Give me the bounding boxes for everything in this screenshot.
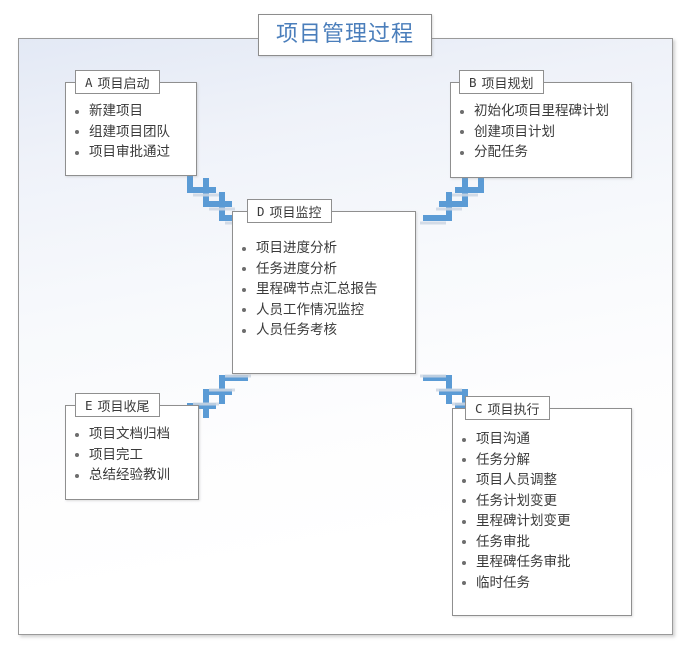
list-item: 里程碑节点汇总报告 xyxy=(233,279,415,300)
list-item: 任务分解 xyxy=(453,450,631,471)
list-item: 分配任务 xyxy=(451,142,631,163)
process-item-list-e: 项目文档归档 项目完工 总结经验教训 xyxy=(66,424,198,486)
list-item: 任务计划变更 xyxy=(453,491,631,512)
process-label-d: D 项目监控 xyxy=(247,199,332,223)
process-name-d: 项目监控 xyxy=(269,205,322,221)
process-name-c: 项目执行 xyxy=(487,402,540,418)
page-title: 项目管理过程 xyxy=(275,22,414,47)
list-item: 项目沟通 xyxy=(453,429,631,450)
list-item: 任务审批 xyxy=(453,532,631,553)
process-label-a: A 项目启动 xyxy=(75,70,160,94)
list-item: 项目进度分析 xyxy=(233,238,415,259)
list-item: 项目审批通过 xyxy=(66,142,196,163)
list-item: 人员任务考核 xyxy=(233,320,415,341)
list-item: 临时任务 xyxy=(453,573,631,594)
list-item: 新建项目 xyxy=(66,101,196,122)
list-item: 项目完工 xyxy=(66,445,198,466)
process-key-a: A xyxy=(85,74,93,90)
list-item: 总结经验教训 xyxy=(66,465,198,486)
diagram-title-tab: 项目管理过程 xyxy=(258,14,432,56)
process-item-list-a: 新建项目 组建项目团队 项目审批通过 xyxy=(66,101,196,163)
list-item: 组建项目团队 xyxy=(66,122,196,143)
list-item: 人员工作情况监控 xyxy=(233,300,415,321)
process-label-b: B 项目规划 xyxy=(459,70,544,94)
list-item: 项目文档归档 xyxy=(66,424,198,445)
list-item: 创建项目计划 xyxy=(451,122,631,143)
process-label-e: E 项目收尾 xyxy=(75,393,160,417)
process-box-b[interactable]: B 项目规划 初始化项目里程碑计划 创建项目计划 分配任务 xyxy=(450,70,632,178)
list-item: 里程碑计划变更 xyxy=(453,511,631,532)
process-box-a[interactable]: A 项目启动 新建项目 组建项目团队 项目审批通过 xyxy=(65,70,197,176)
process-key-c: C xyxy=(475,400,483,416)
process-label-c: C 项目执行 xyxy=(465,396,550,420)
process-key-b: B xyxy=(469,74,477,90)
process-key-d: D xyxy=(257,203,265,219)
process-name-e: 项目收尾 xyxy=(97,399,150,415)
process-name-a: 项目启动 xyxy=(97,76,150,92)
list-item: 项目人员调整 xyxy=(453,470,631,491)
process-item-list-b: 初始化项目里程碑计划 创建项目计划 分配任务 xyxy=(451,101,631,163)
list-item: 初始化项目里程碑计划 xyxy=(451,101,631,122)
process-name-b: 项目规划 xyxy=(481,76,534,92)
process-item-list-c: 项目沟通 任务分解 项目人员调整 任务计划变更 里程碑计划变更 任务审批 里程碑… xyxy=(453,429,631,593)
list-item: 任务进度分析 xyxy=(233,259,415,280)
process-item-list-d: 项目进度分析 任务进度分析 里程碑节点汇总报告 人员工作情况监控 人员任务考核 xyxy=(233,238,415,341)
process-box-d[interactable]: D 项目监控 项目进度分析 任务进度分析 里程碑节点汇总报告 人员工作情况监控 … xyxy=(232,199,416,374)
process-box-e[interactable]: E 项目收尾 项目文档归档 项目完工 总结经验教训 xyxy=(65,393,199,500)
list-item: 里程碑任务审批 xyxy=(453,552,631,573)
process-key-e: E xyxy=(85,397,93,413)
chevron-arrow-icon-b-to-d xyxy=(411,162,485,228)
process-box-c[interactable]: C 项目执行 项目沟通 任务分解 项目人员调整 任务计划变更 里程碑计划变更 任… xyxy=(452,396,632,616)
